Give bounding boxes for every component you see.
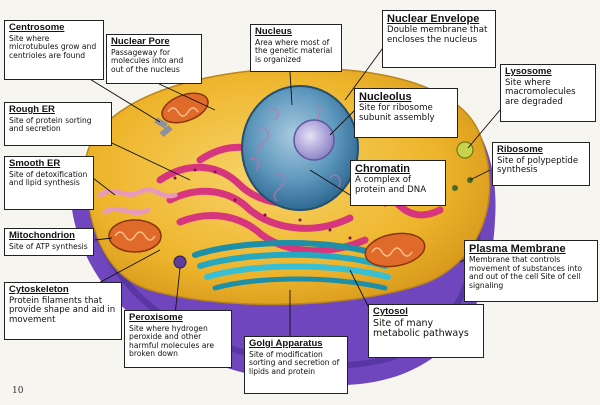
- nuclear-envelope-title: Nuclear Envelope: [387, 13, 480, 25]
- ribosome-label: Ribosome Site of polypeptide synthesis: [492, 142, 590, 186]
- centrosome-desc: Site where microtubules grow and centrio…: [9, 33, 97, 60]
- golgi-shape: [192, 240, 391, 291]
- peroxisome-title: Peroxisome: [129, 312, 183, 323]
- lysosome-desc: Site where macromolecules are degraded: [505, 77, 576, 107]
- chromatin-label: Chromatin A complex of protein and DNA: [350, 160, 446, 206]
- rough-er-label: Rough ER Site of protein sorting and sec…: [4, 102, 112, 146]
- golgi-apparatus-label: Golgi Apparatus Site of modification sor…: [244, 336, 348, 394]
- cytosol-title: Cytosol: [373, 306, 408, 317]
- peroxisome-desc: Site where hydrogen peroxide and other h…: [129, 323, 215, 359]
- nucleolus-label: Nucleolus Site for ribosome subunit asse…: [354, 88, 458, 138]
- ribosome-title: Ribosome: [497, 144, 543, 155]
- smooth-er-label: Smooth ER Site of detoxification and lip…: [4, 156, 94, 210]
- ribosome-desc: Site of polypeptide synthesis: [497, 155, 579, 176]
- nucleus-label: Nucleus Area where most of the genetic m…: [250, 24, 342, 72]
- mitochondrion-desc: Site of ATP synthesis: [9, 241, 88, 251]
- rough-er-title: Rough ER: [9, 104, 55, 115]
- mitochondrion-title: Mitochondrion: [9, 230, 75, 241]
- nuclear-pore-title: Nuclear Pore: [111, 36, 170, 47]
- plasma-membrane-label: Plasma Membrane Membrane that controls m…: [464, 240, 598, 302]
- nucleolus-desc: Site for ribosome subunit assembly: [359, 103, 435, 123]
- nucleus-desc: Area where most of the genetic material …: [255, 37, 333, 64]
- nucleus-shape: [241, 85, 359, 211]
- rough-er-desc: Site of protein sorting and secretion: [9, 115, 92, 134]
- plasma-membrane-title: Plasma Membrane: [469, 243, 566, 255]
- page-number: 10: [12, 386, 24, 396]
- smooth-er-desc: Site of detoxification and lipid synthes…: [9, 169, 88, 188]
- smooth-er-title: Smooth ER: [9, 158, 61, 169]
- nuclear-pore-desc: Passageway for molecules into and out of…: [111, 47, 184, 74]
- cytosol-desc: Site of many metabolic pathways: [373, 317, 469, 340]
- centrosome-label: Centrosome Site where microtubules grow …: [4, 20, 104, 80]
- smooth-er-shape: [97, 187, 178, 216]
- golgi-apparatus-desc: Site of modification sorting and secreti…: [249, 349, 340, 376]
- cytoskeleton-desc: Protein filaments that provide shape and…: [9, 295, 116, 325]
- lysosome-title: Lysosome: [505, 66, 552, 77]
- cytoskeleton-label: Cytoskeleton Protein filaments that prov…: [4, 282, 122, 340]
- plasma-membrane-desc: Membrane that controls movement of subst…: [469, 255, 582, 290]
- peroxisome-label: Peroxisome Site where hydrogen peroxide …: [124, 310, 232, 368]
- small-organelles: [154, 117, 474, 269]
- centrosome-title: Centrosome: [9, 22, 65, 33]
- nuclear-envelope-desc: Double membrane that encloses the nucleu…: [387, 25, 488, 45]
- chromatin-title: Chromatin: [355, 163, 410, 175]
- nucleus-title: Nucleus: [255, 26, 292, 37]
- cytosol-label: Cytosol Site of many metabolic pathways: [368, 304, 484, 358]
- nuclear-envelope-label: Nuclear Envelope Double membrane that en…: [382, 10, 496, 68]
- cytoskeleton-title: Cytoskeleton: [9, 284, 69, 295]
- lysosome-label: Lysosome Site where macromolecules are d…: [500, 64, 596, 122]
- nuclear-pore-label: Nuclear Pore Passageway for molecules in…: [106, 34, 202, 84]
- golgi-apparatus-title: Golgi Apparatus: [249, 338, 323, 349]
- chromatin-desc: A complex of protein and DNA: [355, 175, 427, 195]
- mitochondrion-label: Mitochondrion Site of ATP synthesis: [4, 228, 94, 256]
- mitochondrion-shapes: [108, 92, 426, 268]
- nucleolus-title: Nucleolus: [359, 91, 412, 103]
